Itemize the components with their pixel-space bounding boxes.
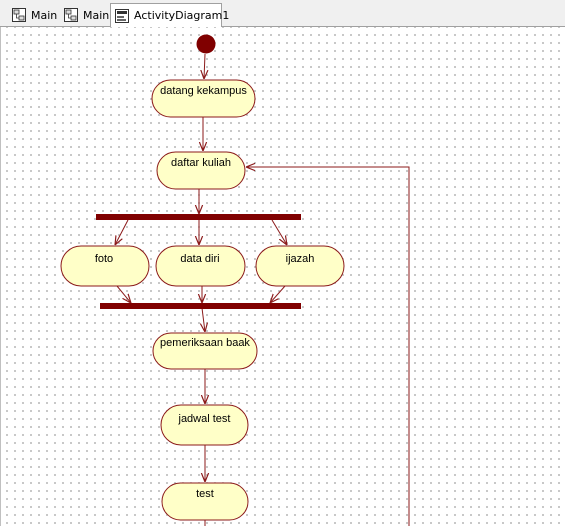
action-foto[interactable]: foto (60, 245, 150, 287)
action-jadwal-test[interactable]: jadwal test (160, 404, 249, 446)
tab-main-2[interactable]: Main (60, 4, 109, 26)
action-data-diri[interactable]: data diri (155, 245, 246, 287)
action-label: foto (95, 253, 113, 265)
action-pemeriksaan-baak[interactable]: pemeriksaan baak (152, 332, 258, 370)
activity-diagram-icon (115, 8, 129, 23)
edge-loop-back-daftar[interactable] (246, 167, 410, 526)
action-test[interactable]: test (161, 482, 249, 521)
edge-join-pemeriksaan[interactable] (202, 307, 205, 332)
action-ijazah[interactable]: ijazah (255, 245, 345, 287)
initial-node[interactable] (196, 34, 216, 54)
edge-ijazah-join[interactable] (270, 285, 286, 303)
action-label: daftar kuliah (171, 157, 231, 169)
action-datang-kekampus[interactable]: datang kekampus (151, 79, 256, 118)
tab-activitydiagram1[interactable]: ActivityDiagram1 (110, 3, 229, 27)
action-daftar-kuliah[interactable]: daftar kuliah (156, 151, 246, 190)
canvas-left-border (0, 27, 1, 526)
action-label: pemeriksaan baak (160, 337, 250, 349)
tab-bar: Main Main ActivityDiagram1 (0, 0, 565, 27)
action-label: ijazah (286, 253, 315, 265)
fork-bar[interactable] (96, 214, 301, 220)
class-diagram-icon (12, 8, 26, 22)
tab-label: Main (31, 8, 58, 22)
action-label: test (196, 488, 214, 500)
edge-fork-ijazah[interactable] (271, 219, 287, 245)
tab-label: ActivityDiagram1 (134, 9, 230, 22)
edge-fork-foto[interactable] (115, 219, 129, 245)
join-bar[interactable] (100, 303, 301, 309)
tab-label: Main (83, 8, 110, 22)
action-label: datang kekampus (160, 85, 247, 97)
edge-foto-join[interactable] (116, 285, 131, 303)
action-label: jadwal test (178, 413, 231, 425)
class-diagram-icon (64, 8, 78, 22)
edge-initial-datang[interactable] (204, 53, 205, 79)
tab-main-1[interactable]: Main (8, 4, 57, 26)
action-label: data diri (180, 253, 219, 265)
